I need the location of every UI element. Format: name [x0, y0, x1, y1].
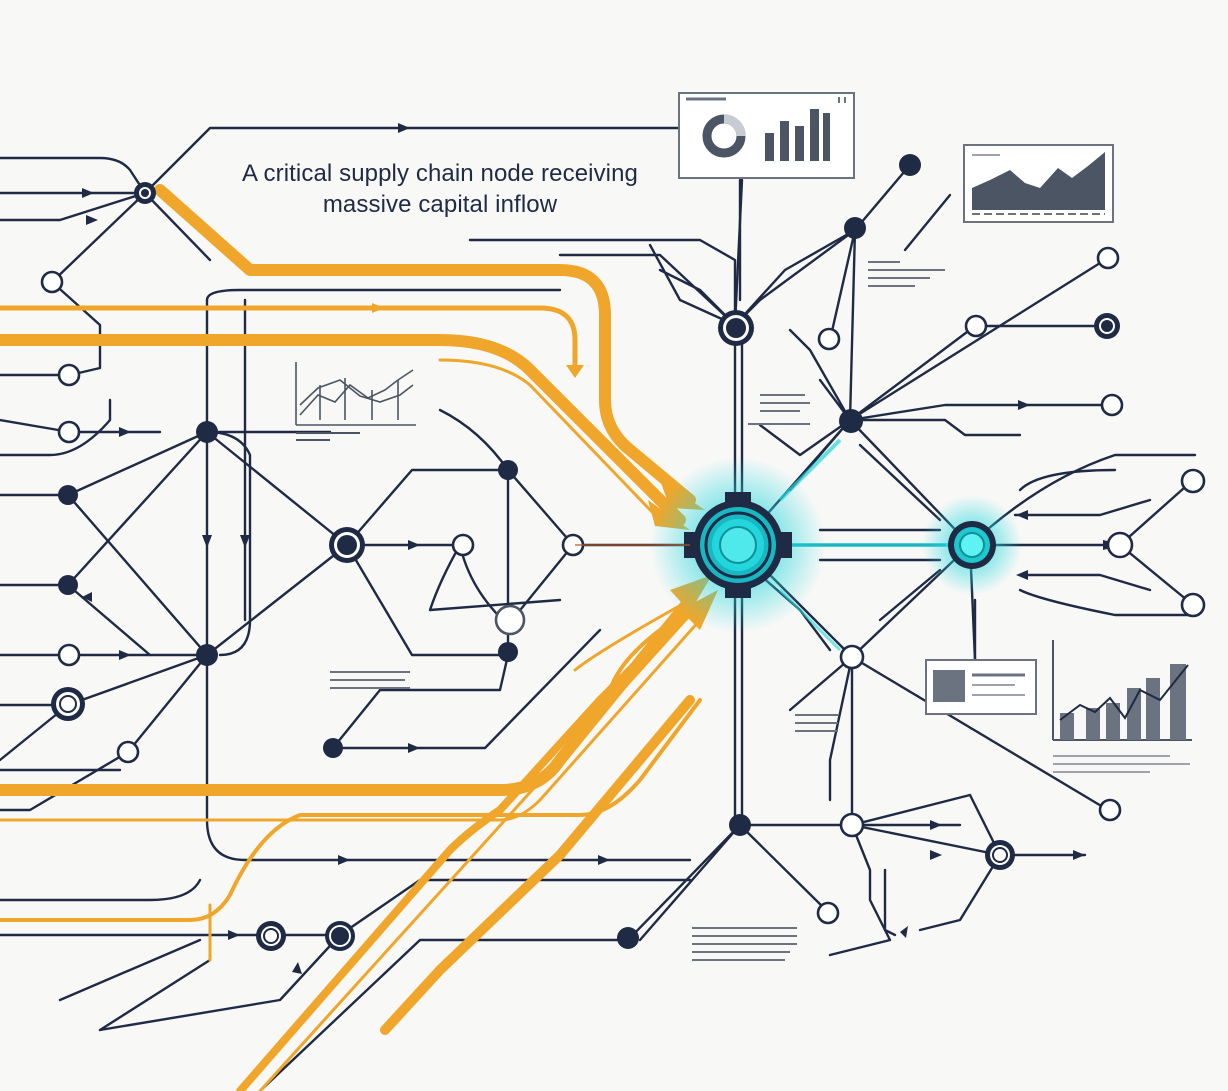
network-node	[899, 154, 921, 176]
network-node	[323, 738, 343, 758]
diagram-caption: A critical supply chain node receiving m…	[230, 158, 650, 220]
network-node	[57, 363, 81, 387]
network-node	[817, 327, 841, 351]
combo-chart-panel	[1052, 640, 1192, 773]
network-node	[116, 740, 140, 764]
network-node	[729, 814, 751, 836]
network-node	[1180, 592, 1206, 618]
network-node	[844, 217, 866, 239]
ring-nodes	[51, 182, 1120, 951]
network-node	[494, 604, 526, 636]
hollow-nodes	[40, 246, 1206, 925]
network-node	[498, 460, 518, 480]
network-node	[57, 420, 81, 444]
network-node	[1106, 531, 1134, 559]
network-node	[451, 533, 475, 557]
network-node	[40, 270, 64, 294]
network-node	[196, 644, 218, 666]
critical-supply-node	[575, 457, 826, 633]
network-node	[839, 644, 865, 670]
donut-bar-panel	[678, 92, 855, 179]
line-chart-icon	[299, 369, 414, 416]
network-node	[58, 485, 78, 505]
network-node	[964, 314, 988, 338]
network-lines	[0, 126, 1197, 1091]
network-node	[839, 812, 865, 838]
text-line-glyphs	[330, 261, 945, 961]
network-node	[839, 409, 863, 433]
area-chart-panel	[963, 144, 1114, 223]
network-node	[1096, 246, 1120, 270]
filled-nodes	[58, 154, 921, 949]
line-chart-sketch	[295, 362, 416, 441]
info-card-panel	[925, 659, 1037, 715]
bar-chart-icon	[765, 109, 830, 161]
network-node	[816, 901, 840, 925]
network-node	[498, 642, 518, 662]
network-node	[1100, 393, 1124, 417]
capital-flows	[0, 184, 702, 1091]
secondary-glow-node	[778, 438, 1022, 652]
caption-line-1: A critical supply chain node receiving	[241, 160, 638, 187]
network-node	[57, 643, 81, 667]
network-node	[1180, 468, 1206, 494]
area-chart-icon	[972, 152, 1105, 210]
network-node	[58, 575, 78, 595]
caption-line-2: massive capital inflow	[322, 191, 558, 218]
network-node	[617, 927, 639, 949]
network-node	[1098, 798, 1122, 822]
network-node	[196, 421, 218, 443]
